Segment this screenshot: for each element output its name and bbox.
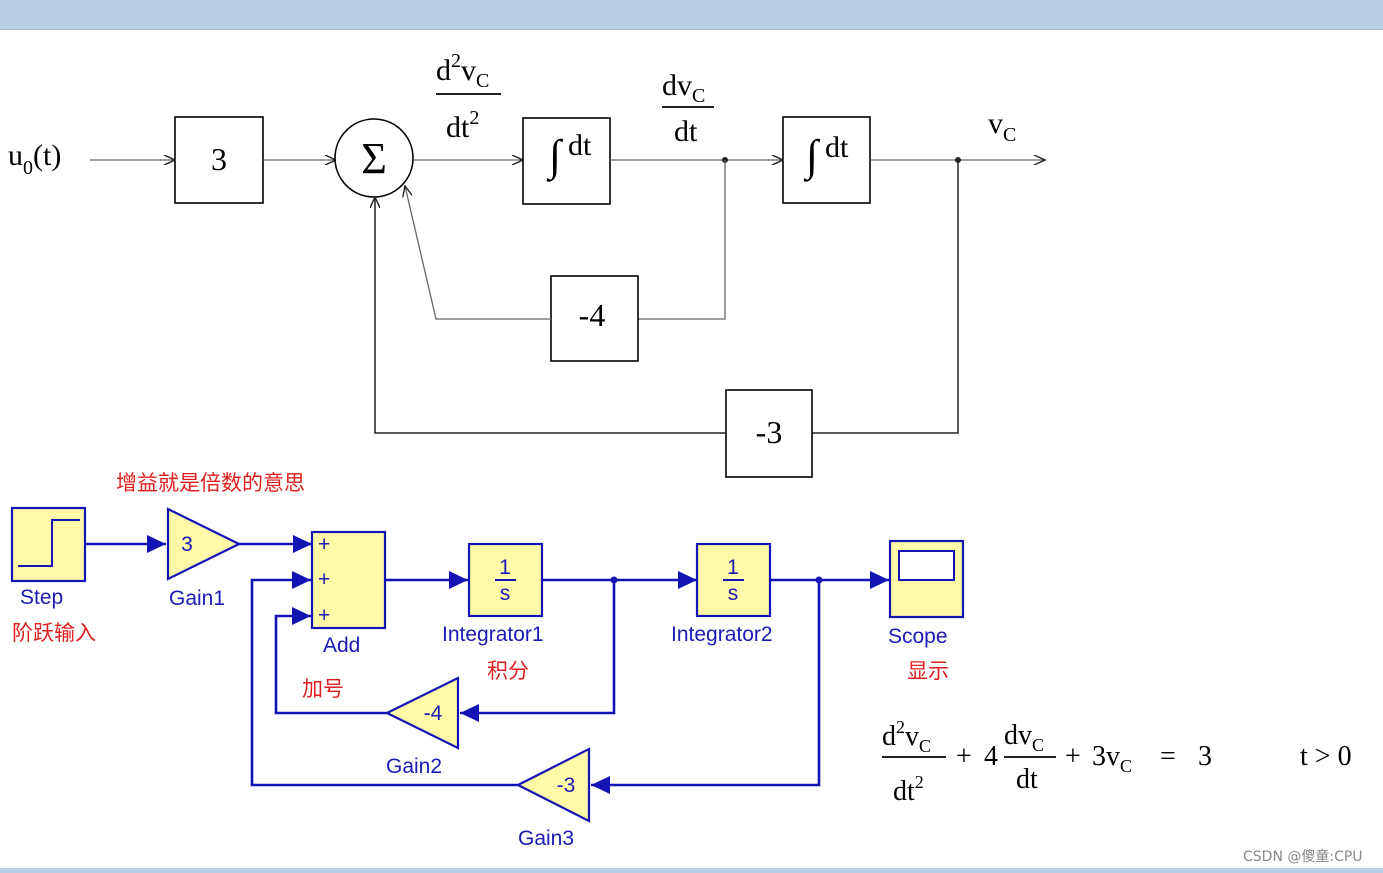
integrator-block-2 (782, 116, 871, 204)
integrator-dt: dt (568, 129, 592, 162)
gain2-to-add-line (274, 607, 387, 715)
add-label: Add (323, 634, 360, 657)
feedback-gain-block-neg3 (725, 389, 813, 478)
eq-plus-1: + (956, 741, 972, 772)
feedback-gain-block-neg4 (550, 275, 639, 362)
gain3-value: -3 (557, 774, 576, 797)
block-diagram: u0(t) 3 Σ d2vC dt2 ∫ dt dvC dt ∫ dt vC -… (8, 50, 1045, 478)
step-label: Step (20, 586, 63, 609)
integrator2-label: Integrator2 (671, 623, 773, 646)
second-derivative-denominator: dt2 (446, 107, 479, 144)
gain-block-value: 3 (211, 141, 227, 177)
eq-term2-denominator: dt (1016, 764, 1038, 795)
eq-condition: t > 0 (1300, 741, 1352, 772)
eq-coef-4: 4 (984, 741, 998, 772)
integrator1-label: Integrator1 (442, 623, 544, 646)
simulink-model: Step 3 Gain1 + + + Add 1 s Integrator1 1… (10, 506, 965, 850)
integrator1-block[interactable] (467, 542, 544, 618)
feedback1-wire (638, 160, 726, 320)
gain3-label: Gain3 (518, 827, 574, 850)
output-label: vC (988, 107, 1016, 146)
gain1-value: 3 (181, 533, 193, 556)
integral-sign: ∫ (803, 131, 821, 182)
eq-plus-2: + (1065, 741, 1081, 772)
eq-equals: = (1160, 741, 1176, 772)
feedback1-gain-value: -4 (579, 297, 606, 333)
eq-term1-denominator: dt2 (893, 772, 924, 807)
second-derivative-numerator: d2vC (436, 50, 489, 92)
integrator2-denominator: s (728, 582, 739, 605)
gain1-label: Gain1 (169, 587, 225, 610)
eq-term3: 3vC (1092, 741, 1132, 776)
integrator-block-1 (522, 117, 611, 205)
eq-term2-numerator: dvC (1004, 720, 1044, 755)
integrator-annotation: 积分 (487, 659, 529, 683)
add-sign-2: + (318, 568, 330, 591)
scope-screen-icon (898, 550, 955, 581)
add-block[interactable] (310, 530, 387, 630)
integrator1-numerator: 1 (499, 556, 511, 579)
add-annotation: 加号 (302, 677, 344, 701)
feedback1-return-wire (405, 186, 551, 320)
step-annotation: 阶跃输入 (12, 621, 96, 645)
step-icon (18, 519, 80, 567)
gain3-block[interactable] (515, 747, 591, 823)
sum-symbol: Σ (361, 134, 387, 183)
feedback2-wire (812, 160, 959, 434)
differential-equation: d2vC dt2 + 4 dvC dt + 3vC = 3 t > 0 (882, 717, 1352, 807)
gain3-to-add-line (250, 571, 518, 787)
eq-rhs: 3 (1198, 741, 1212, 772)
step-block[interactable] (10, 506, 87, 583)
feedback2-return-wire (375, 197, 726, 434)
window-title-bar (0, 0, 1383, 30)
first-derivative-numerator: dvC (662, 69, 705, 107)
feedback2-gain-value: -3 (756, 414, 783, 450)
scope-annotation: 显示 (907, 659, 949, 683)
integrator1-denominator: s (500, 582, 511, 605)
int2-to-gain3-line (591, 580, 821, 794)
gain2-label: Gain2 (386, 755, 442, 778)
add-sign-3: + (318, 604, 330, 627)
watermark: CSDN @傻童:CPU (1243, 848, 1363, 865)
scope-label: Scope (888, 625, 948, 648)
add-sign-1: + (318, 533, 330, 556)
bottom-bar (0, 868, 1383, 873)
gain-annotation: 增益就是倍数的意思 (116, 471, 305, 495)
gain-block-3 (174, 116, 264, 204)
gain2-value: -4 (424, 702, 443, 725)
input-label: u0(t) (8, 139, 61, 179)
eq-term1-numerator: d2vC (882, 717, 931, 756)
gain1-block[interactable] (166, 507, 242, 581)
int1-to-gain2-line (460, 580, 616, 722)
integral-sign: ∫ (546, 131, 564, 182)
first-derivative-denominator: dt (674, 115, 698, 148)
integrator2-numerator: 1 (727, 556, 739, 579)
gain2-block[interactable] (384, 676, 460, 750)
integrator-dt: dt (825, 131, 849, 164)
